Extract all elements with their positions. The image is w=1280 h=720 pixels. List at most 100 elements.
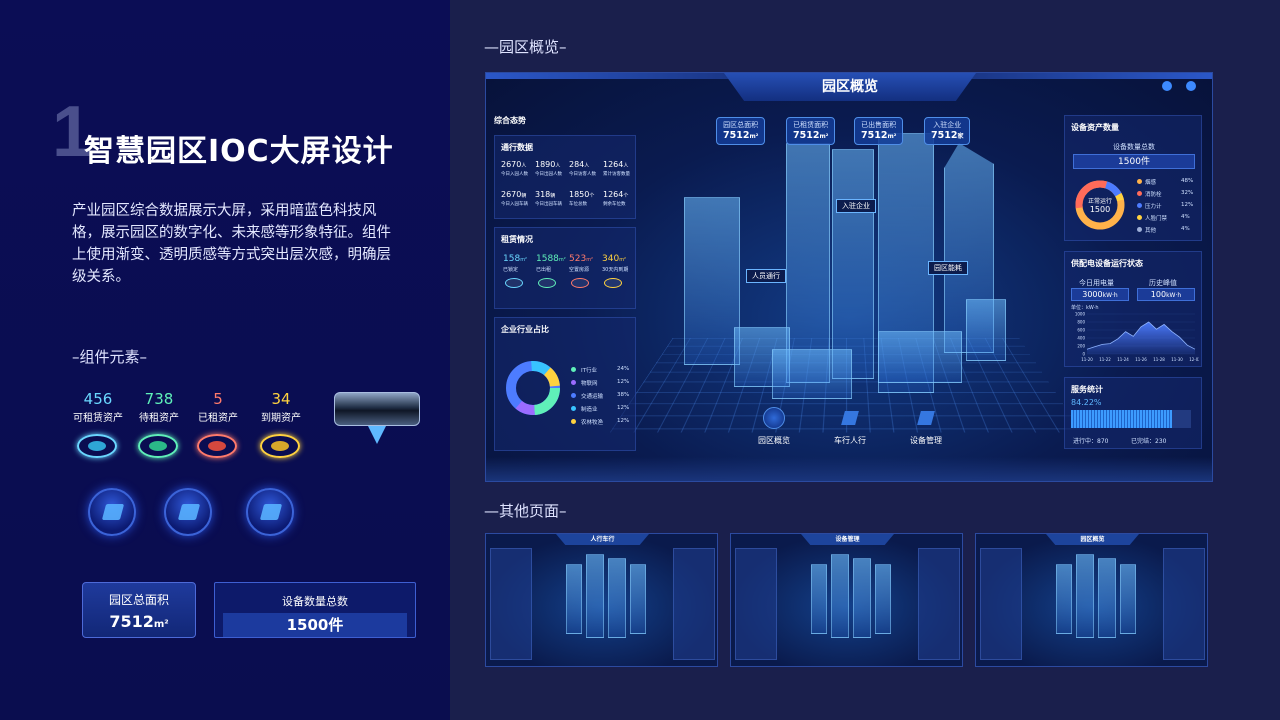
traffic-label: 今日入园车辆 [501, 202, 528, 207]
teal-disc-icon [77, 434, 117, 458]
y-tick-label: 800 [1077, 320, 1085, 325]
nav-overview[interactable]: 园区概览 [754, 407, 794, 446]
y-tick-label: 200 [1077, 344, 1085, 349]
stat-label: 到期资产 [261, 413, 301, 424]
lease-disc-icon [604, 278, 622, 288]
thumb-building [853, 558, 871, 638]
tag-companies: 入驻企业 7512家 [924, 117, 971, 145]
legend-dot-icon [571, 367, 576, 372]
legend-dot-icon [571, 393, 576, 398]
legend-pct: 24% [617, 366, 630, 372]
legend-pct: 48% [1181, 178, 1194, 184]
area-total-card: 园区总面积 7512m² [82, 582, 196, 638]
x-tick-label: 12-02 [1189, 357, 1199, 362]
nav-traffic[interactable]: 车行人行 [830, 411, 870, 446]
legend-pct: 4% [1181, 214, 1190, 220]
nav-label: 车行人行 [834, 436, 866, 445]
card-unit: m² [153, 619, 169, 630]
building [878, 331, 962, 383]
y-tick-label: 0 [1082, 352, 1085, 357]
stat-value: 34 [271, 390, 291, 408]
overview-dashboard: 园区概览 入驻企业 人员通行 园区能耗 园区总面积 7512m² 已租赁面积 7… [485, 72, 1213, 482]
legend-dot-icon [1137, 227, 1142, 232]
legend-dot-icon [571, 380, 576, 385]
red-disc-icon [197, 434, 237, 458]
service-progress-track [1071, 410, 1191, 428]
legend-dot-icon [1137, 203, 1142, 208]
legend-name: 人脸门禁 [1145, 216, 1168, 222]
panel-title: 租赁情况 [501, 235, 533, 244]
traffic-value: 2670辆 [501, 190, 527, 199]
traffic-label: 今日入园人数 [501, 172, 528, 177]
device-nav-icon [917, 411, 935, 425]
thumb-overview-page[interactable]: 园区概览 [975, 533, 1208, 667]
y-tick-label: 400 [1077, 336, 1085, 341]
home-icon[interactable] [1162, 81, 1172, 91]
thumb-right-panel [918, 548, 960, 660]
glass-bar-label-component [334, 392, 420, 426]
legend-name: 制造业 [581, 407, 598, 413]
vehicle-orb-icon[interactable] [164, 488, 212, 536]
people-orb-icon[interactable] [88, 488, 136, 536]
stat-value: 738 [144, 390, 174, 408]
stat-rentable: 456 可租赁资产 [72, 390, 124, 458]
assets-total-label: 设备数量总数 [1113, 143, 1155, 151]
legend-pct: 12% [617, 405, 630, 411]
thumb-left-panel [735, 548, 777, 660]
thumb-building [566, 564, 582, 634]
nav-devices[interactable]: 设备管理 [906, 411, 946, 446]
traffic-value: 1264人 [603, 160, 629, 169]
scene-label-energy[interactable]: 园区能耗 [928, 261, 968, 275]
legend-name: 烟感 [1145, 180, 1157, 186]
power-panel: 供配电设备运行状态 今日用电量 3000kW·h 历史峰值 100kW·h 单位… [1064, 251, 1202, 367]
card-value: 1500件 [223, 613, 407, 637]
user-icon[interactable] [1186, 81, 1196, 91]
service-progress-fill [1071, 410, 1173, 428]
thumb-left-panel [980, 548, 1022, 660]
scene-label-enter[interactable]: 入驻企业 [836, 199, 876, 213]
donut-slice-hydrant [1075, 180, 1125, 230]
legend-pct: 12% [617, 379, 630, 385]
legend-dot-icon [1137, 191, 1142, 196]
thumb-device-page[interactable]: 设备管理 [730, 533, 963, 667]
lease-label: 已锁定 [503, 267, 519, 273]
tag-park-area: 园区总面积 7512m² [716, 117, 766, 145]
thumb-right-panel [673, 548, 715, 660]
legend-pct: 32% [1181, 190, 1194, 196]
thumb-building [811, 564, 827, 634]
traffic-label: 剩余车位数 [603, 202, 626, 207]
scene-label-people[interactable]: 人员通行 [746, 269, 786, 283]
donut-center-value: 1500 [1090, 205, 1110, 214]
legend-pct: 38% [617, 392, 630, 398]
legend-name: 农林牧渔 [581, 420, 604, 426]
overview-nav-icon [763, 407, 785, 429]
thumb-building [1120, 564, 1136, 634]
service-percent: 84.22% [1071, 398, 1102, 407]
y-tick-label: 1000 [1075, 312, 1086, 317]
donut-slice-it [506, 361, 560, 415]
lease-disc-icon [538, 278, 556, 288]
overview-section-title: —园区概览– [484, 38, 567, 56]
stat-value: 456 [83, 390, 113, 408]
panel-title: 设备资产数量 [1071, 123, 1119, 132]
device-orb-icon[interactable] [246, 488, 294, 536]
donut-center-label: 正常运行 [1088, 197, 1112, 205]
traffic-value: 1890人 [535, 160, 561, 169]
legend-name: 其他 [1145, 228, 1157, 234]
lease-label: 已出租 [536, 267, 552, 273]
project-description: 产业园区综合数据展示大屏，采用暗蓝色科技风格，展示园区的数字化、未来感等形象特征… [72, 203, 391, 285]
project-title: 智慧园区IOC大屏设计 [84, 134, 394, 169]
thumb-traffic-page[interactable]: 人行车行 [485, 533, 718, 667]
nav-label: 设备管理 [910, 436, 942, 445]
thumb-left-panel [490, 548, 532, 660]
lease-value: 523m² [569, 254, 594, 264]
thumb-building [608, 558, 626, 638]
panel-title: 供配电设备运行状态 [1071, 259, 1143, 268]
legend-name: 物联网 [581, 381, 598, 387]
stat-label: 已租资产 [198, 413, 238, 424]
thumb-building [586, 554, 604, 638]
power-line-series [1086, 321, 1196, 350]
lease-label: 空置房源 [569, 267, 590, 273]
